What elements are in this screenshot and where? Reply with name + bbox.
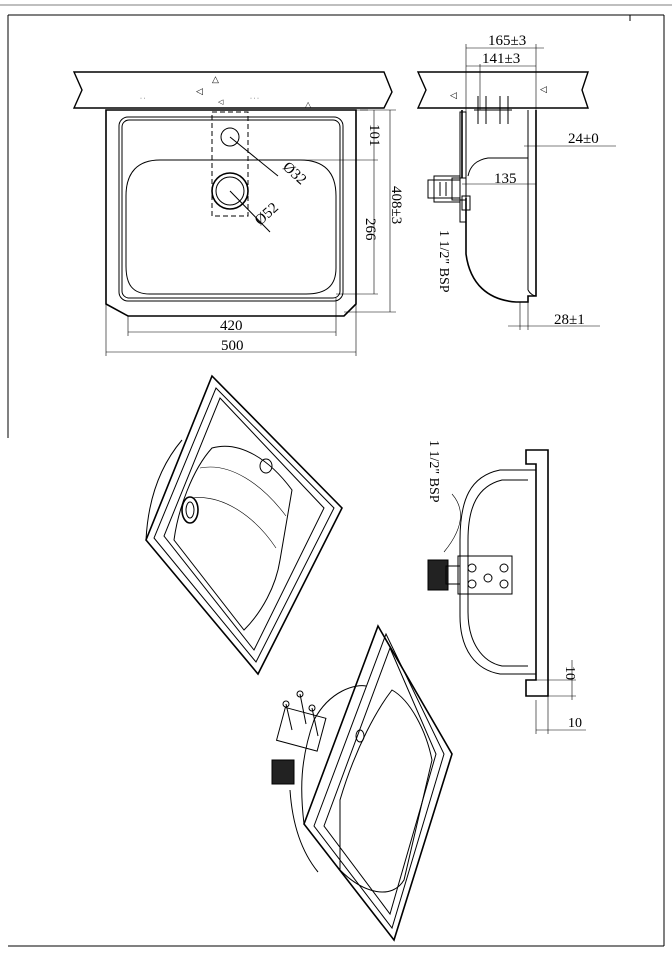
rear-view: 1 1/2" BSP 10 10 (426, 440, 586, 734)
dim-overall-depth: 165±3 (488, 33, 526, 49)
dim-flange-bottom: 28±1 (554, 312, 585, 328)
rear-bracket (457, 555, 513, 595)
tap-hole (220, 127, 240, 147)
iso-waste-outlet (181, 496, 199, 524)
centerline-box (211, 111, 249, 217)
waste-label-rear: 1 1/2" BSP (426, 440, 441, 503)
dim-waste-offset: 135 (494, 171, 517, 187)
waste-label-side: 1 1/2" BSP (436, 230, 451, 293)
svg-text:◁: ◁ (218, 98, 224, 106)
isometric-view-top (145, 374, 343, 676)
dim-bowl-depth: 141±3 (482, 51, 520, 67)
dim-tap-offset: 101 (366, 124, 382, 147)
iso-bottom-bracket (275, 690, 327, 752)
iso-waste-thread (271, 759, 295, 785)
svg-text:△: △ (212, 74, 219, 84)
side-section-view: ◁ ◁ (416, 33, 616, 330)
countertop-section: ◁ △ · · · · · △ ◁ (72, 71, 393, 109)
dim-rear-flange-height: 10 (562, 666, 577, 680)
rear-waste-thread (427, 559, 449, 591)
sheet-frame (0, 4, 672, 947)
svg-text:◁: ◁ (450, 90, 457, 100)
iso-tap-hole (259, 458, 273, 474)
dim-depth-bowl: 266 (362, 218, 378, 241)
dim-depth-total: 408±3 (388, 186, 404, 224)
dim-width-outer: 500 (221, 338, 244, 354)
sink-flange-outline (105, 109, 357, 317)
dim-waste-hole: Ø52 (252, 200, 282, 229)
svg-text:△: △ (305, 100, 312, 109)
waste-outlet (211, 172, 249, 210)
top-view-dimensions (105, 109, 396, 356)
dim-flange-top: 24±0 (568, 131, 599, 147)
sink-inner-rim (118, 116, 344, 302)
isometric-view-bottom (271, 624, 453, 942)
waste-fitting (427, 175, 471, 211)
side-view-dimensions (462, 44, 616, 330)
dim-width-inner: 420 (220, 318, 243, 334)
svg-text:◁: ◁ (196, 86, 203, 96)
rear-view-dimensions (535, 660, 586, 734)
dim-rear-flange-width: 10 (568, 716, 582, 731)
sink-bowl (125, 159, 337, 295)
dim-tap-hole: Ø32 (279, 159, 309, 188)
sink-side-profile (461, 110, 537, 303)
svg-text:· · ·: · · · (250, 96, 259, 102)
top-view: ◁ △ · · · · · △ ◁ (72, 71, 404, 356)
svg-text:· ·: · · (140, 96, 146, 102)
svg-text:◁: ◁ (540, 84, 547, 94)
